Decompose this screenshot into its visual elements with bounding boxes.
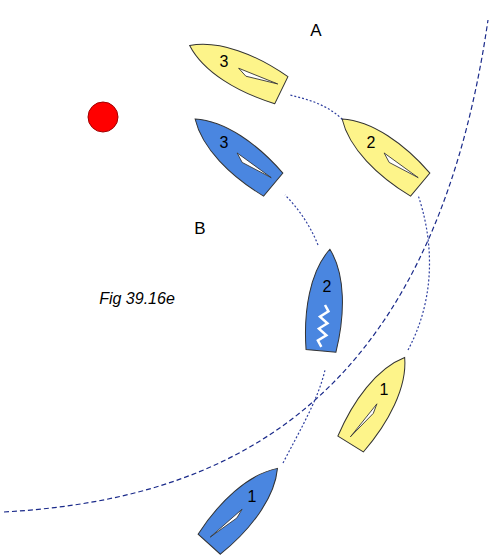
blue-boat xyxy=(184,105,285,198)
yellow-boat xyxy=(182,29,289,106)
track-blue xyxy=(285,195,318,245)
callout-number: 2 xyxy=(367,135,376,151)
boat-label: A xyxy=(310,22,321,39)
yellow-boat xyxy=(336,348,420,453)
callout-number: 3 xyxy=(220,135,229,151)
boat-label: B xyxy=(194,220,205,237)
callout-number: 3 xyxy=(220,54,229,70)
callout-number: 1 xyxy=(248,489,257,505)
track-blue xyxy=(283,370,325,463)
mark xyxy=(88,102,118,132)
yellow-boat xyxy=(331,105,432,198)
blue-boat xyxy=(303,248,347,353)
callout-number: 1 xyxy=(380,382,389,398)
callout-number: 2 xyxy=(323,279,332,295)
track-yellow xyxy=(290,95,348,125)
track-yellow xyxy=(408,195,430,350)
figure-caption: Fig 39.16e xyxy=(99,291,175,307)
zone-circle xyxy=(4,20,488,512)
blue-boat xyxy=(196,456,291,556)
